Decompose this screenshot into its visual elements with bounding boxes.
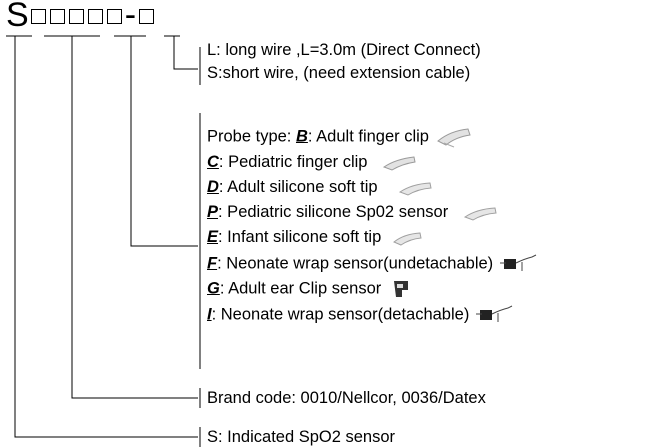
connector-wire xyxy=(173,36,198,70)
probe-code: G xyxy=(207,279,220,298)
probe-item: D: Adult silicone soft tip xyxy=(207,177,436,198)
finger-clip-probe-icon xyxy=(383,156,416,171)
code-box xyxy=(106,9,122,24)
probe-text: : Neonate wrap sensor(undetachable) xyxy=(217,254,494,273)
part-number-code: S- xyxy=(6,0,156,34)
soft-tip-probe-icon xyxy=(463,207,497,221)
wire-short-text: S:short wire, (need extension cable) xyxy=(207,64,471,82)
code-prefix: S xyxy=(6,0,29,34)
probe-code: B xyxy=(295,127,308,146)
probe-text: : Adult silicone soft tip xyxy=(218,178,378,196)
finger-clip-probe-icon xyxy=(436,128,471,148)
wrap-sensor-icon xyxy=(475,305,513,322)
probe-text: : Pediatric finger clip xyxy=(218,153,368,171)
probe-item: E: Infant silicone soft tip xyxy=(207,227,426,248)
probe-heading: Probe type: xyxy=(207,127,296,146)
connector-sensor xyxy=(14,36,198,438)
code-box xyxy=(87,9,103,24)
wrap-sensor-icon xyxy=(499,254,537,271)
probe-item: G: Adult ear Clip sensor xyxy=(207,278,414,300)
wire-long-text: L: long wire ,L=3.0m (Direct Connect) xyxy=(207,41,481,59)
probe-code: I xyxy=(207,305,212,324)
probe-code: E xyxy=(207,228,219,246)
code-box xyxy=(49,9,65,24)
code-box xyxy=(139,9,155,24)
probe-item: I: Neonate wrap sensor(detachable) xyxy=(207,304,514,326)
brand-code-text: Brand code: 0010/Nellcor, 0036/Datex xyxy=(207,389,486,407)
probe-text: : Pediatric silicone Sp02 sensor xyxy=(218,203,449,221)
probe-item: C: Pediatric finger clip xyxy=(207,152,420,173)
soft-tip-probe-icon xyxy=(392,232,422,246)
probe-text: : Adult ear Clip sensor xyxy=(219,279,382,298)
connector-probe xyxy=(130,36,198,247)
code-box xyxy=(30,9,46,24)
probe-text: : Neonate wrap sensor(detachable) xyxy=(211,305,470,324)
probe-text: : Adult finger clip xyxy=(307,127,429,146)
probe-code: F xyxy=(207,254,218,273)
probe-item: F: Neonate wrap sensor(undetachable) xyxy=(207,253,538,275)
code-box xyxy=(68,9,84,24)
probe-item: Probe type: B: Adult finger clip xyxy=(207,125,474,149)
soft-tip-probe-icon xyxy=(399,182,432,196)
probe-code: D xyxy=(207,178,219,196)
probe-code: P xyxy=(207,203,219,221)
code-separator: - xyxy=(124,0,137,34)
connector-brand xyxy=(71,36,198,399)
ear-clip-sensor-icon xyxy=(393,281,408,297)
probe-item: P: Pediatric silicone Sp02 sensor xyxy=(207,202,501,223)
probe-text: : Infant silicone soft tip xyxy=(218,228,382,246)
probe-code: C xyxy=(207,153,219,171)
sensor-indicator-text: S: Indicated SpO2 sensor xyxy=(207,428,396,446)
